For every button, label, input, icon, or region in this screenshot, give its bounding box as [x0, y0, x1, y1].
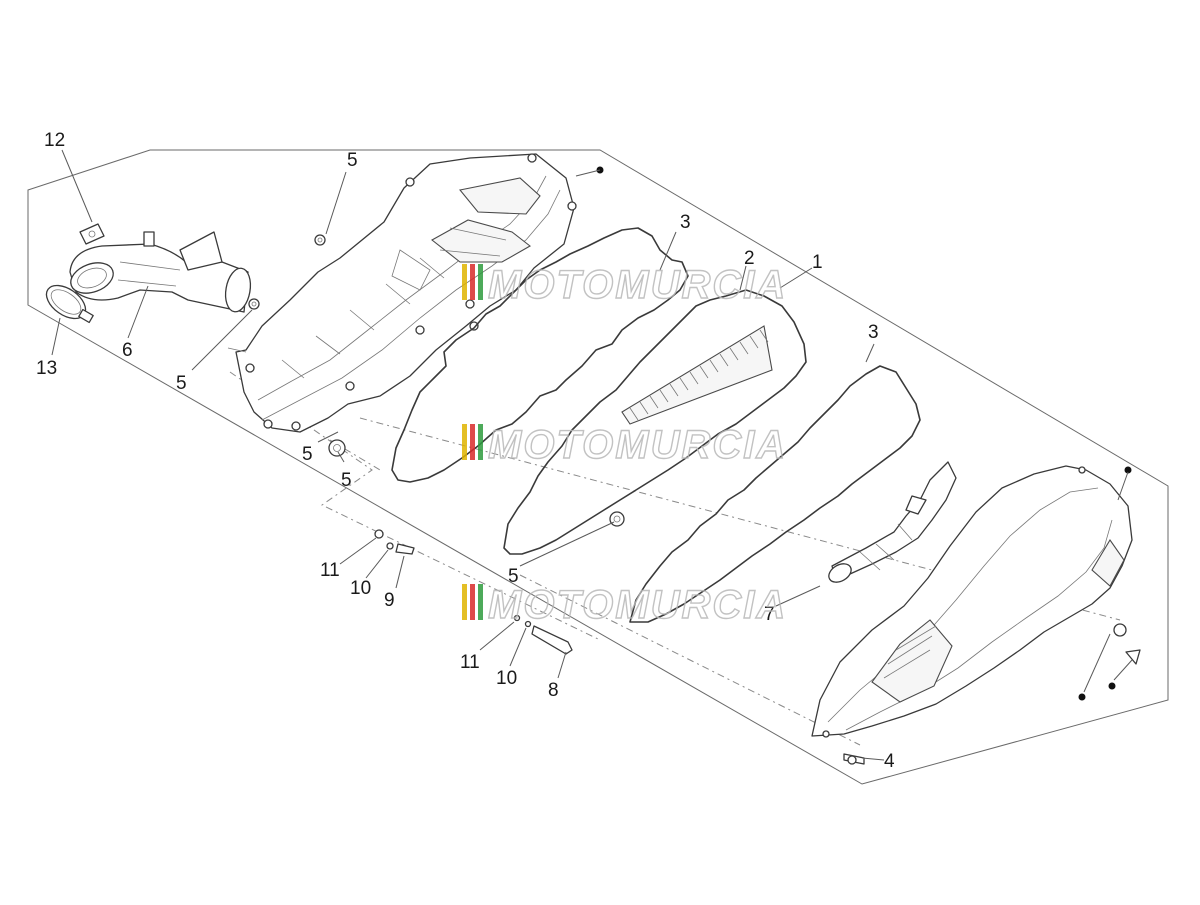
gasket-part-3-right — [629, 365, 921, 623]
callout-6: 6 — [122, 340, 133, 361]
callout-2: 2 — [744, 248, 755, 269]
watermark-stripe — [462, 424, 467, 460]
watermark-stripe — [478, 584, 483, 620]
watermark-stripe — [478, 264, 483, 300]
watermark-top: MOTOMURCIA — [462, 262, 787, 308]
callout-11-lower: 11 — [460, 652, 480, 673]
callout-9: 9 — [384, 590, 395, 611]
hose-clamp-part-13 — [45, 284, 94, 324]
bolt-part-8 — [531, 625, 573, 655]
air-filter-element-part-2 — [503, 289, 807, 555]
filter-pleats — [629, 329, 769, 421]
watermark-bottom: MOTOMURCIA — [462, 582, 787, 628]
callout-4: 4 — [884, 751, 895, 772]
watermark-text: MOTOMURCIA — [488, 263, 787, 307]
watermark-stripe — [462, 584, 467, 620]
callout-8: 8 — [548, 680, 559, 701]
leader-lines — [51, 149, 1133, 761]
small-fasteners — [374, 529, 573, 655]
screw-part-9 — [395, 543, 415, 555]
watermark-middle: MOTOMURCIA — [462, 422, 787, 468]
watermark-text: MOTOMURCIA — [488, 423, 787, 467]
washer-part-10b — [524, 620, 532, 628]
watermark-stripe — [470, 424, 475, 460]
callout-10-lower: 10 — [496, 668, 517, 689]
callout-3-right: 3 — [868, 322, 879, 343]
intake-duct-part-6 — [69, 231, 252, 313]
callout-1: 1 — [812, 252, 823, 273]
callout-labels: 12 13 6 5 5 5 5 5 3 2 1 3 7 4 11 10 9 11… — [36, 130, 895, 772]
watermark-stripe — [462, 264, 467, 300]
watermark-stripe — [470, 264, 475, 300]
watermark-stripe — [470, 584, 475, 620]
air-filter-cover — [811, 465, 1141, 738]
washer-part-11 — [374, 529, 384, 539]
callout-5-bottom: 5 — [508, 566, 519, 587]
callout-13: 13 — [36, 358, 57, 379]
callout-5-top: 5 — [347, 150, 358, 171]
clip-nut-part-12 — [79, 223, 105, 245]
washer-part-10 — [386, 542, 394, 550]
air-filter-housing-inner — [227, 153, 577, 433]
watermark-stripe — [478, 424, 483, 460]
intake-snorkel-part-7 — [828, 461, 957, 583]
gasket-part-3-left — [391, 227, 689, 483]
callout-5-left: 5 — [176, 373, 187, 394]
callout-7: 7 — [764, 604, 775, 625]
callout-3-left: 3 — [680, 212, 691, 233]
callout-5-lower: 5 — [341, 470, 352, 491]
callout-10-upper: 10 — [350, 578, 371, 599]
washer-part-11b — [513, 614, 521, 622]
assembly-frame — [27, 149, 1169, 785]
callout-11-upper: 11 — [320, 560, 340, 581]
callout-5-mid: 5 — [302, 444, 313, 465]
screw-part-4 — [843, 753, 865, 765]
callout-12: 12 — [44, 130, 65, 151]
watermark-text: MOTOMURCIA — [488, 583, 787, 627]
